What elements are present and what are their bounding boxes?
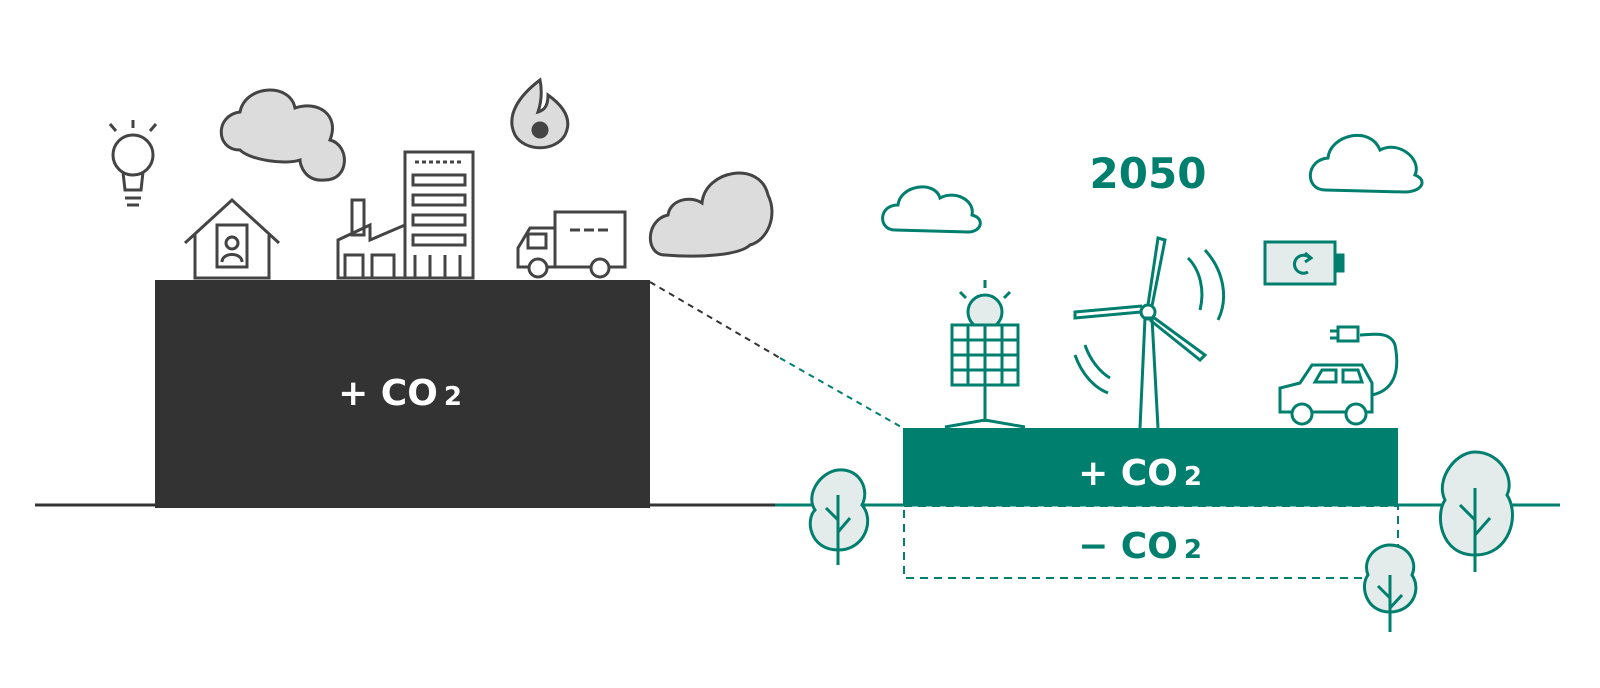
emission-block-current: [155, 280, 650, 508]
solar-panel-icon: [944, 280, 1026, 429]
lightbulb-icon: [108, 120, 158, 207]
tree-icon: [1363, 543, 1418, 632]
battery-icon: [1263, 240, 1345, 286]
cloud-icon: [881, 185, 982, 234]
connector-dashed-dark: [649, 281, 781, 359]
connector-dashed-teal: [779, 357, 904, 429]
cloud-icon: [219, 88, 346, 182]
house-icon: [183, 197, 281, 280]
truck-icon: [516, 210, 627, 279]
cloud-icon: [648, 171, 774, 258]
year-label: 2050: [1090, 149, 1207, 198]
electric-car-icon: [1278, 325, 1399, 426]
absorption-block-2050: [903, 505, 1399, 579]
cloud-icon: [1308, 133, 1424, 194]
factory-icon: [336, 150, 475, 280]
tree-icon: [1438, 450, 1514, 572]
wind-turbine-icon: [1073, 236, 1226, 429]
tree-icon: [808, 468, 870, 565]
flame-icon: [510, 77, 570, 150]
emission-block-2050: [903, 428, 1398, 505]
